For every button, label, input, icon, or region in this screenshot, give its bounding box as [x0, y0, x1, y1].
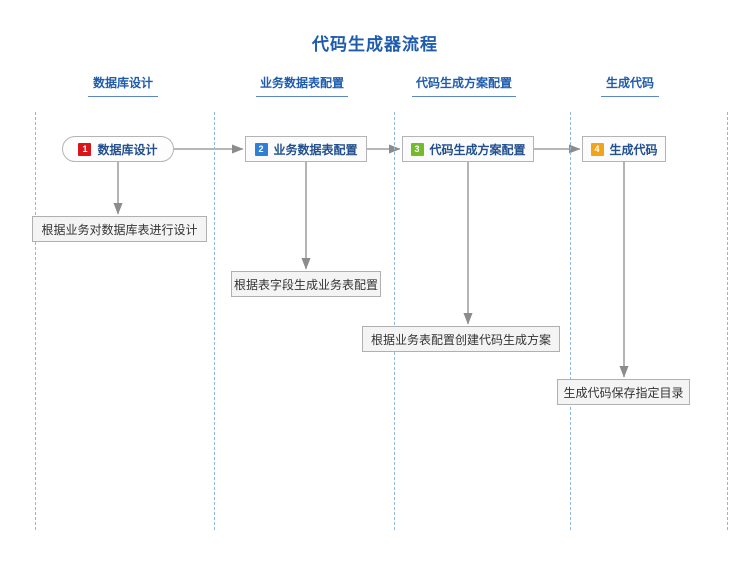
lane-header-label: 数据库设计: [92, 76, 153, 90]
node-step-badge: 2: [254, 142, 268, 156]
lane-header-label: 生成代码: [605, 76, 654, 90]
node-label: 代码生成方案配置: [429, 142, 526, 157]
description-desc-biz-table: 根据表字段生成业务表配置: [231, 271, 381, 297]
node-step-badge: 3: [410, 142, 424, 156]
lane-header-label: 业务数据表配置: [259, 76, 344, 90]
node-label: 业务数据表配置: [273, 142, 358, 157]
description-desc-save-dir: 生成代码保存指定目录: [557, 379, 690, 405]
lane-header-2: 业务数据表配置: [256, 74, 348, 101]
lane-header-underline: [601, 96, 659, 97]
lane-divider-1: [214, 112, 215, 530]
node-generate-code[interactable]: 4 生成代码: [582, 136, 666, 162]
node-step-badge: 1: [78, 142, 92, 156]
node-db-design[interactable]: 1 数据库设计: [62, 136, 174, 162]
node-step-badge: 4: [590, 142, 604, 156]
lane-divider-4: [727, 112, 728, 530]
lane-header-underline: [256, 96, 348, 97]
description-desc-db-design: 根据业务对数据库表进行设计: [32, 216, 207, 242]
lane-header-3: 代码生成方案配置: [412, 74, 516, 101]
lane-header-label: 代码生成方案配置: [415, 76, 512, 90]
node-codegen-plan-config[interactable]: 3 代码生成方案配置: [402, 136, 534, 162]
lane-divider-2: [394, 112, 395, 530]
lane-header-underline: [412, 96, 516, 97]
lane-header-underline: [88, 96, 158, 97]
lane-header-4: 生成代码: [601, 74, 659, 101]
lane-divider-3: [570, 112, 571, 530]
lane-divider-0: [35, 112, 36, 530]
lane-header-1: 数据库设计: [88, 74, 158, 101]
page-title: 代码生成器流程: [312, 35, 438, 54]
node-label: 生成代码: [609, 142, 658, 157]
node-biz-table-config[interactable]: 2 业务数据表配置: [245, 136, 367, 162]
description-desc-codegen: 根据业务表配置创建代码生成方案: [362, 326, 560, 352]
node-label: 数据库设计: [97, 142, 158, 157]
